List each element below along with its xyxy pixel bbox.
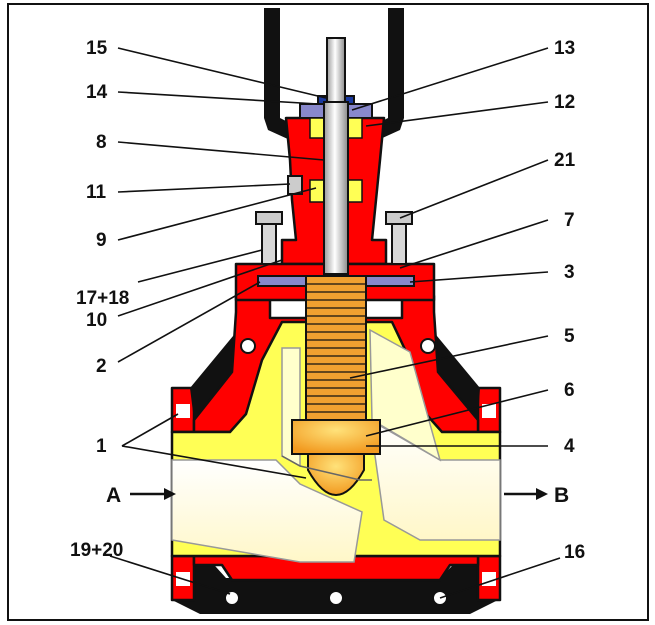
label-3: 3	[564, 262, 575, 283]
packing-right	[347, 117, 363, 139]
body-bottom-shell	[192, 554, 480, 582]
stem-top	[326, 37, 346, 103]
frame	[7, 3, 649, 621]
label-21: 21	[554, 150, 576, 171]
yoke-left	[264, 8, 296, 140]
flow-outlet-label: B	[554, 484, 569, 507]
drain-port	[224, 590, 240, 606]
label-5: 5	[564, 326, 575, 347]
flange-bolt-hole	[482, 404, 496, 418]
label-19-20: 19+20	[70, 540, 123, 561]
flow-inlet-label: A	[106, 484, 121, 507]
stem	[323, 101, 349, 275]
label-2: 2	[96, 356, 107, 377]
label-17-18: 17+18	[76, 288, 129, 309]
outlet-chamber	[369, 328, 442, 462]
label-14: 14	[86, 82, 108, 103]
plug-head	[291, 419, 381, 455]
inlet-passage	[171, 459, 363, 563]
label-13: 13	[554, 38, 575, 59]
grease-nipple	[287, 175, 303, 195]
yoke-right	[372, 8, 404, 140]
label-4: 4	[564, 436, 575, 457]
label-15: 15	[86, 38, 108, 59]
leader-lines	[109, 47, 561, 599]
bonnet-nut-left	[255, 211, 283, 225]
packing-left	[309, 117, 325, 139]
label-12: 12	[554, 92, 575, 113]
label-6: 6	[564, 380, 575, 401]
bellows	[305, 275, 367, 423]
jacket-port	[240, 338, 256, 354]
label-16: 16	[564, 542, 585, 563]
label-8: 8	[96, 132, 107, 153]
drain-port	[328, 590, 344, 606]
label-10: 10	[86, 310, 107, 331]
label-7: 7	[564, 210, 575, 231]
jacket-port	[420, 338, 436, 354]
label-11: 11	[86, 182, 107, 203]
bottom-jacket	[172, 556, 498, 614]
seat	[281, 455, 372, 481]
label-1: 1	[96, 436, 107, 457]
bonnet-nut-right	[385, 211, 413, 225]
flow-arrows	[130, 488, 548, 500]
label-9: 9	[96, 230, 107, 251]
flange-bolt-hole	[176, 404, 190, 418]
